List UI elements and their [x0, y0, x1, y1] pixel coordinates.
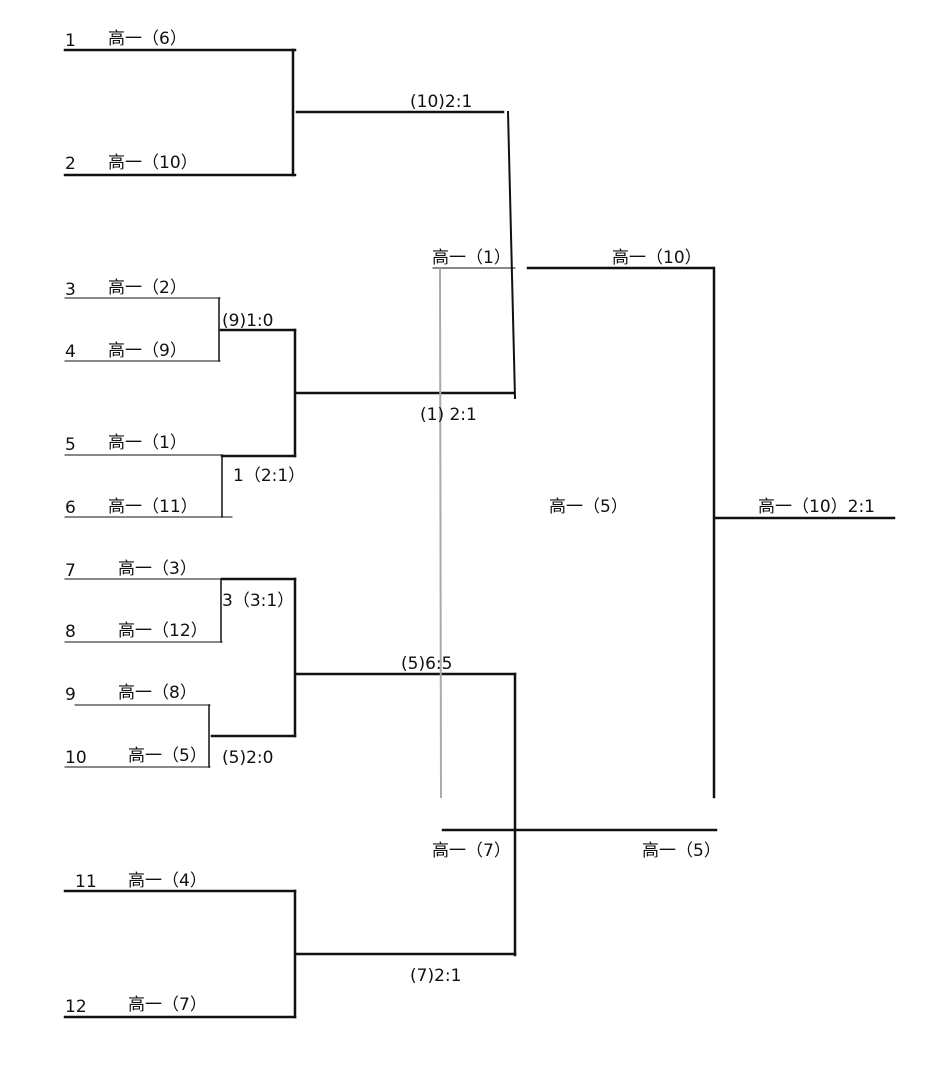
- semifinal-team-lower-left: 高一（7）: [432, 841, 511, 861]
- team-seed-9: 9: [65, 685, 76, 705]
- team-seed-6: 6: [65, 498, 76, 518]
- team-name-4: 高一（9）: [108, 341, 187, 361]
- team-name-9: 高一（8）: [118, 683, 197, 703]
- team-seed-10: 10: [65, 748, 87, 768]
- semifinal-team-upper-left: 高一（1）: [432, 248, 511, 268]
- result-round2-bottom: (7)2:1: [410, 966, 462, 986]
- team-name-12: 高一（7）: [128, 995, 207, 1015]
- center-team-label: 高一（5）: [549, 497, 628, 517]
- semifinal-team-lower-right: 高一（5）: [642, 841, 721, 861]
- team-name-6: 高一（11）: [108, 497, 198, 517]
- team-name-8: 高一（12）: [118, 621, 208, 641]
- result-match-9-10: (5)2:0: [222, 748, 274, 768]
- final-result: 高一（10）2:1: [758, 497, 875, 517]
- result-round2-lower: (5)6:5: [401, 654, 453, 674]
- team-seed-4: 4: [65, 342, 76, 362]
- result-match-7-8: 3（3:1）: [222, 591, 295, 611]
- team-name-2: 高一（10）: [108, 153, 198, 173]
- team-seed-1: 1: [65, 31, 76, 51]
- team-seed-5: 5: [65, 435, 76, 455]
- team-seed-7: 7: [65, 561, 76, 581]
- result-match-3-4: (9)1:0: [222, 311, 274, 331]
- gray-line: [439, 267, 442, 799]
- team-seed-11: 11: [75, 872, 97, 892]
- team-name-5: 高一（1）: [108, 433, 187, 453]
- team-name-10: 高一（5）: [128, 746, 207, 766]
- team-seed-2: 2: [65, 154, 76, 174]
- result-round2-top: (10)2:1: [410, 92, 473, 112]
- team-seed-8: 8: [65, 622, 76, 642]
- bracket-line: [506, 110, 517, 400]
- team-name-3: 高一（2）: [108, 278, 187, 298]
- team-seed-3: 3: [65, 280, 76, 300]
- semifinal-team-upper-right: 高一（10）: [612, 248, 702, 268]
- team-seed-12: 12: [65, 997, 87, 1017]
- team-name-11: 高一（4）: [128, 871, 207, 891]
- result-match-5-6: 1（2:1）: [233, 466, 306, 486]
- team-name-7: 高一（3）: [118, 559, 197, 579]
- result-round2-upper: (1) 2:1: [420, 405, 477, 425]
- team-name-1: 高一（6）: [108, 29, 187, 49]
